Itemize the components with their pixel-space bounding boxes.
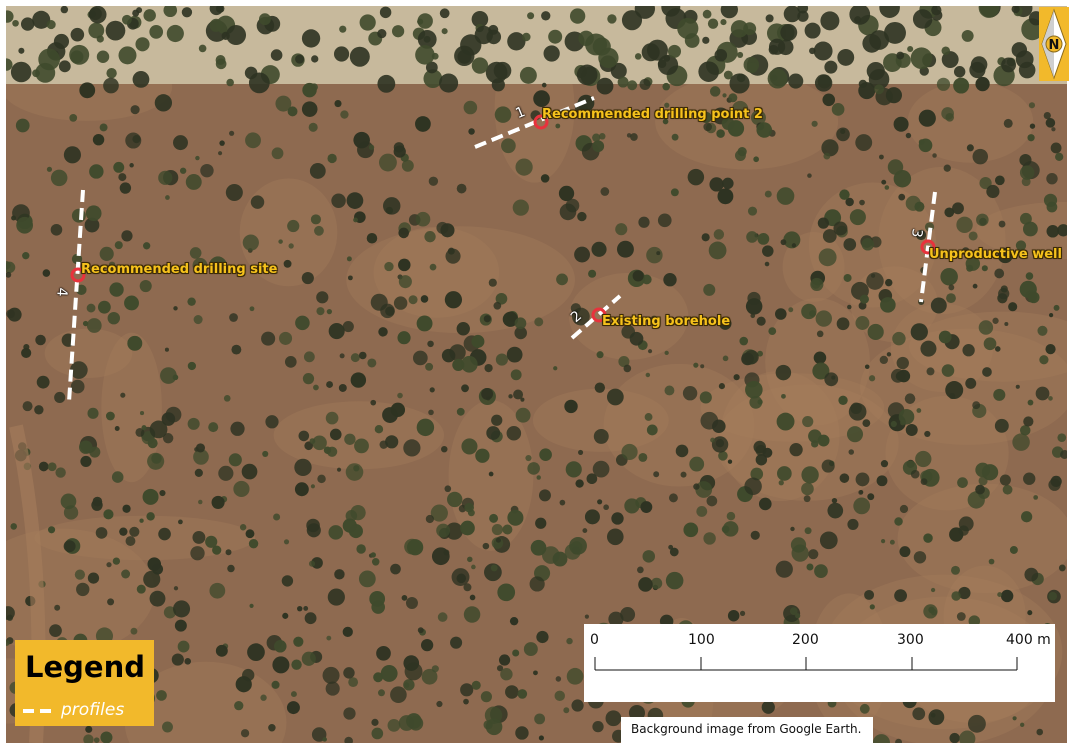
profile-number-3: 3 (907, 227, 926, 239)
north-arrow-icon: N (1039, 7, 1069, 81)
map-overlay (67, 96, 937, 403)
scale-label-200: 200 (792, 632, 819, 648)
north-letter: N (1049, 38, 1060, 53)
marker-drilling-site[interactable] (70, 267, 86, 283)
scale-label-400: 400 m (1006, 632, 1051, 648)
label-existing-borehole: Existing borehole (602, 314, 731, 329)
profile-line-3[interactable] (919, 191, 937, 303)
profile-line-4[interactable] (67, 189, 85, 403)
scale-bar-line (594, 657, 1018, 671)
scale-label-0: 0 (590, 632, 599, 648)
legend-profile-swatch (23, 709, 55, 713)
attribution-box: Background image from Google Earth. (621, 717, 873, 743)
compass-icon: N (1041, 8, 1067, 80)
scale-bar: 0 100 200 300 400 m (584, 624, 1055, 702)
attribution-text: Background image from Google Earth. (631, 722, 862, 736)
label-recommended-drilling-point-2: Recommended drilling point 2 (542, 107, 763, 122)
scale-label-300: 300 (897, 632, 924, 648)
marker-drilling-point-2[interactable] (533, 114, 549, 130)
profile-line-2[interactable] (570, 294, 622, 340)
legend-item-profiles: profiles (61, 700, 125, 720)
marker-existing-borehole[interactable] (591, 307, 607, 323)
marker-unproductive-well[interactable] (920, 239, 936, 255)
legend-panel: Legend profiles (15, 640, 154, 726)
legend-title: Legend (25, 650, 145, 684)
profile-number-4: 4 (53, 287, 70, 297)
label-unproductive-well: Unproductive well (929, 247, 1062, 262)
label-recommended-drilling-site: Recommended drilling site (81, 262, 278, 277)
scale-label-100: 100 (688, 632, 715, 648)
